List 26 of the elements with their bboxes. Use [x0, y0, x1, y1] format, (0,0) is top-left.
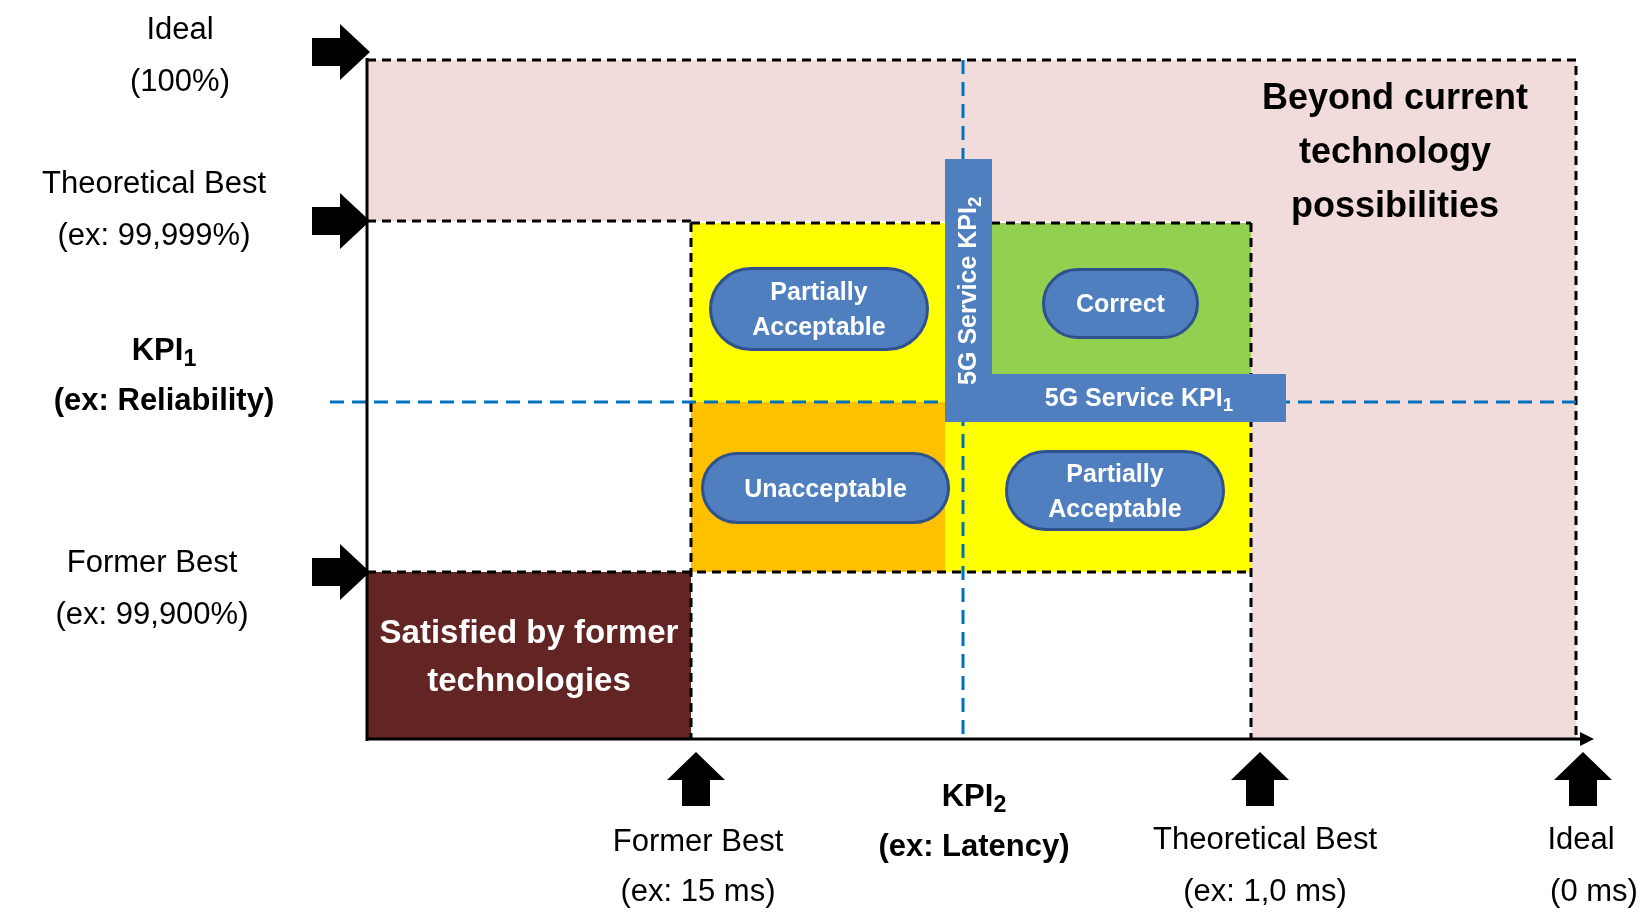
axis-label: (0 ms) — [1550, 871, 1638, 910]
threshold-tag: 5G Service KPI$_{1}$ — [992, 374, 1286, 422]
axis-label: (ex: Latency) — [878, 826, 1070, 865]
axis-label: (ex: 99,999%) — [57, 215, 251, 254]
region-text: Beyond current technology possibilities — [1260, 75, 1529, 227]
satisfied-region: Satisfied by former technologies — [367, 572, 691, 739]
quadrant-region — [691, 223, 945, 402]
axis-label: Theoretical Best — [42, 163, 266, 202]
rating-pill: Correct — [1042, 268, 1199, 339]
quadrant-region — [992, 223, 1251, 374]
axis-label: Former Best — [66, 542, 238, 581]
rating-pill: Partially Acceptable — [709, 267, 929, 351]
axis-label: (100%) — [130, 61, 230, 100]
axis-label: (ex: Reliability) — [53, 380, 275, 419]
quadrant-region — [945, 422, 1251, 572]
axis-label: Ideal — [1547, 819, 1615, 858]
axis-label: KPI$_{2}$ — [941, 776, 1007, 819]
axis-label: Former Best — [612, 821, 784, 860]
axis-label: (ex: 15 ms) — [620, 871, 776, 910]
axis-label: KPI$_{1}$ — [131, 330, 197, 373]
rating-pill: Partially Acceptable — [1005, 450, 1225, 531]
axis-label: (ex: 99,900%) — [55, 594, 249, 633]
axis-label: Theoretical Best — [1153, 819, 1377, 858]
axis-label: Ideal — [146, 9, 214, 48]
axis-label: (ex: 1,0 ms) — [1183, 871, 1347, 910]
rating-pill: Unacceptable — [701, 452, 950, 524]
